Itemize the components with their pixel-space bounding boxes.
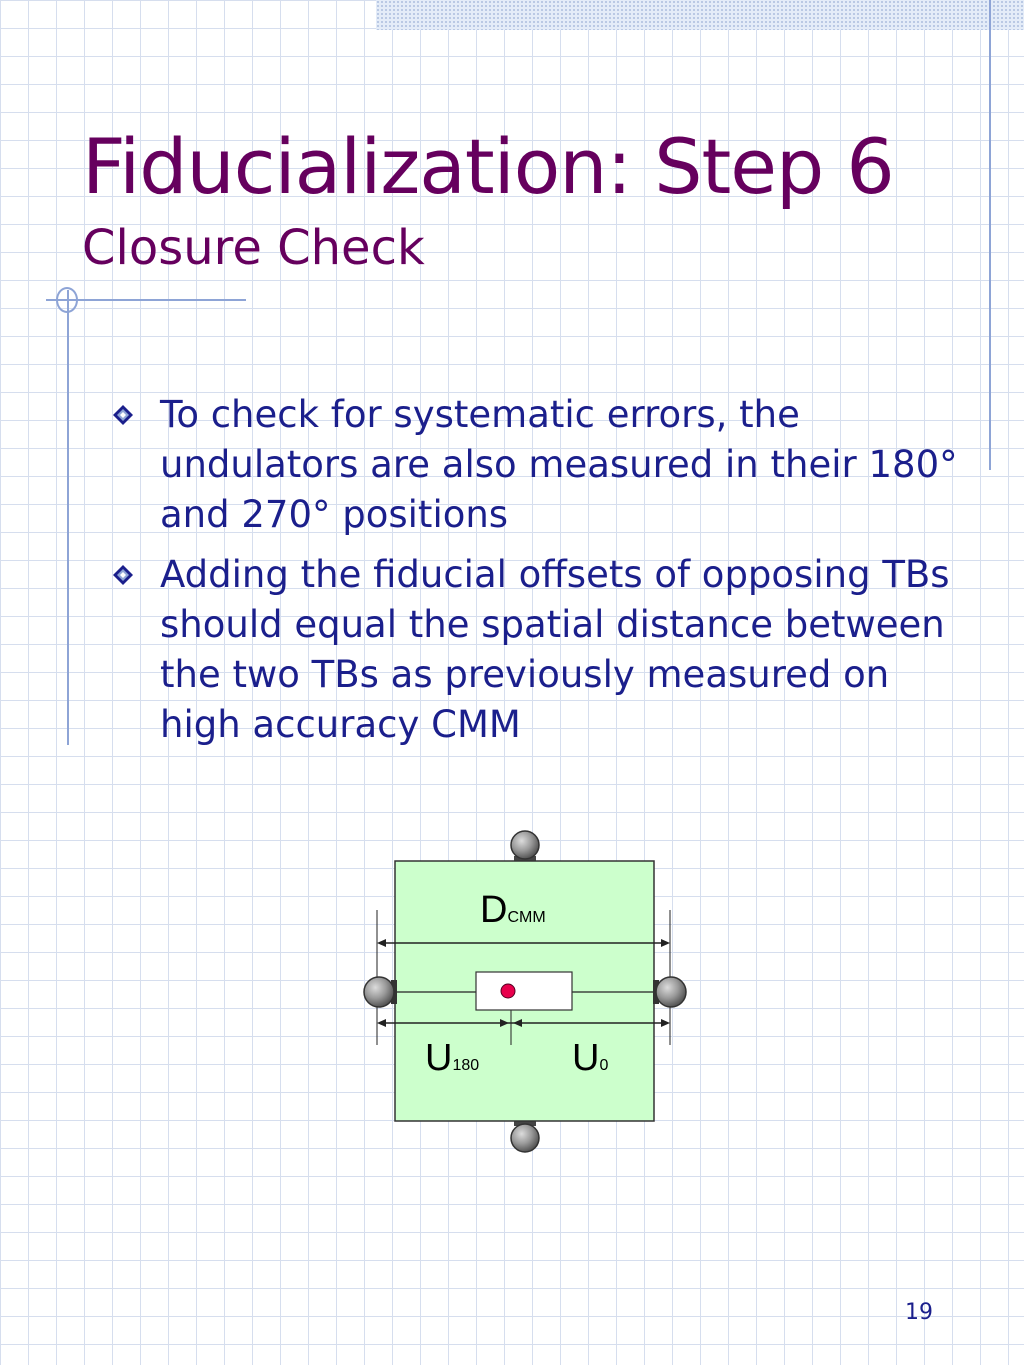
- diamond-bullet-icon: [113, 565, 133, 585]
- closure-check-diagram: DCMM U180 U0: [363, 830, 687, 1153]
- decorative-horizontal-line: [46, 299, 246, 301]
- bullet-text: To check for systematic errors, the undu…: [160, 393, 958, 536]
- diamond-bullet-icon: [113, 405, 133, 425]
- bullet-item: Adding the fiducial offsets of opposing …: [108, 550, 968, 750]
- tooling-ball-top-icon: [510, 830, 540, 862]
- page-number: 19: [905, 1300, 933, 1325]
- slide-title: Fiducialization: Step 6: [82, 122, 895, 211]
- target-block: [475, 971, 573, 1011]
- tooling-ball-right-icon: [653, 976, 687, 1008]
- tooling-ball-bottom-icon: [510, 1120, 540, 1153]
- bullet-item: To check for systematic errors, the undu…: [108, 390, 968, 540]
- bullet-list: To check for systematic errors, the undu…: [108, 390, 968, 760]
- header-texture-band: [376, 0, 1024, 30]
- decorative-vertical-line-right: [989, 0, 991, 470]
- label-u0: U0: [572, 1037, 608, 1079]
- decorative-vertical-line-left: [67, 290, 69, 745]
- tooling-ball-left-icon: [363, 976, 397, 1008]
- slide-subtitle: Closure Check: [82, 220, 425, 276]
- bullet-text: Adding the fiducial offsets of opposing …: [160, 553, 950, 746]
- label-d-cmm: DCMM: [480, 889, 546, 931]
- target-dot-icon: [500, 983, 516, 999]
- decorative-ring-icon: [56, 287, 78, 313]
- label-u180: U180: [425, 1037, 479, 1079]
